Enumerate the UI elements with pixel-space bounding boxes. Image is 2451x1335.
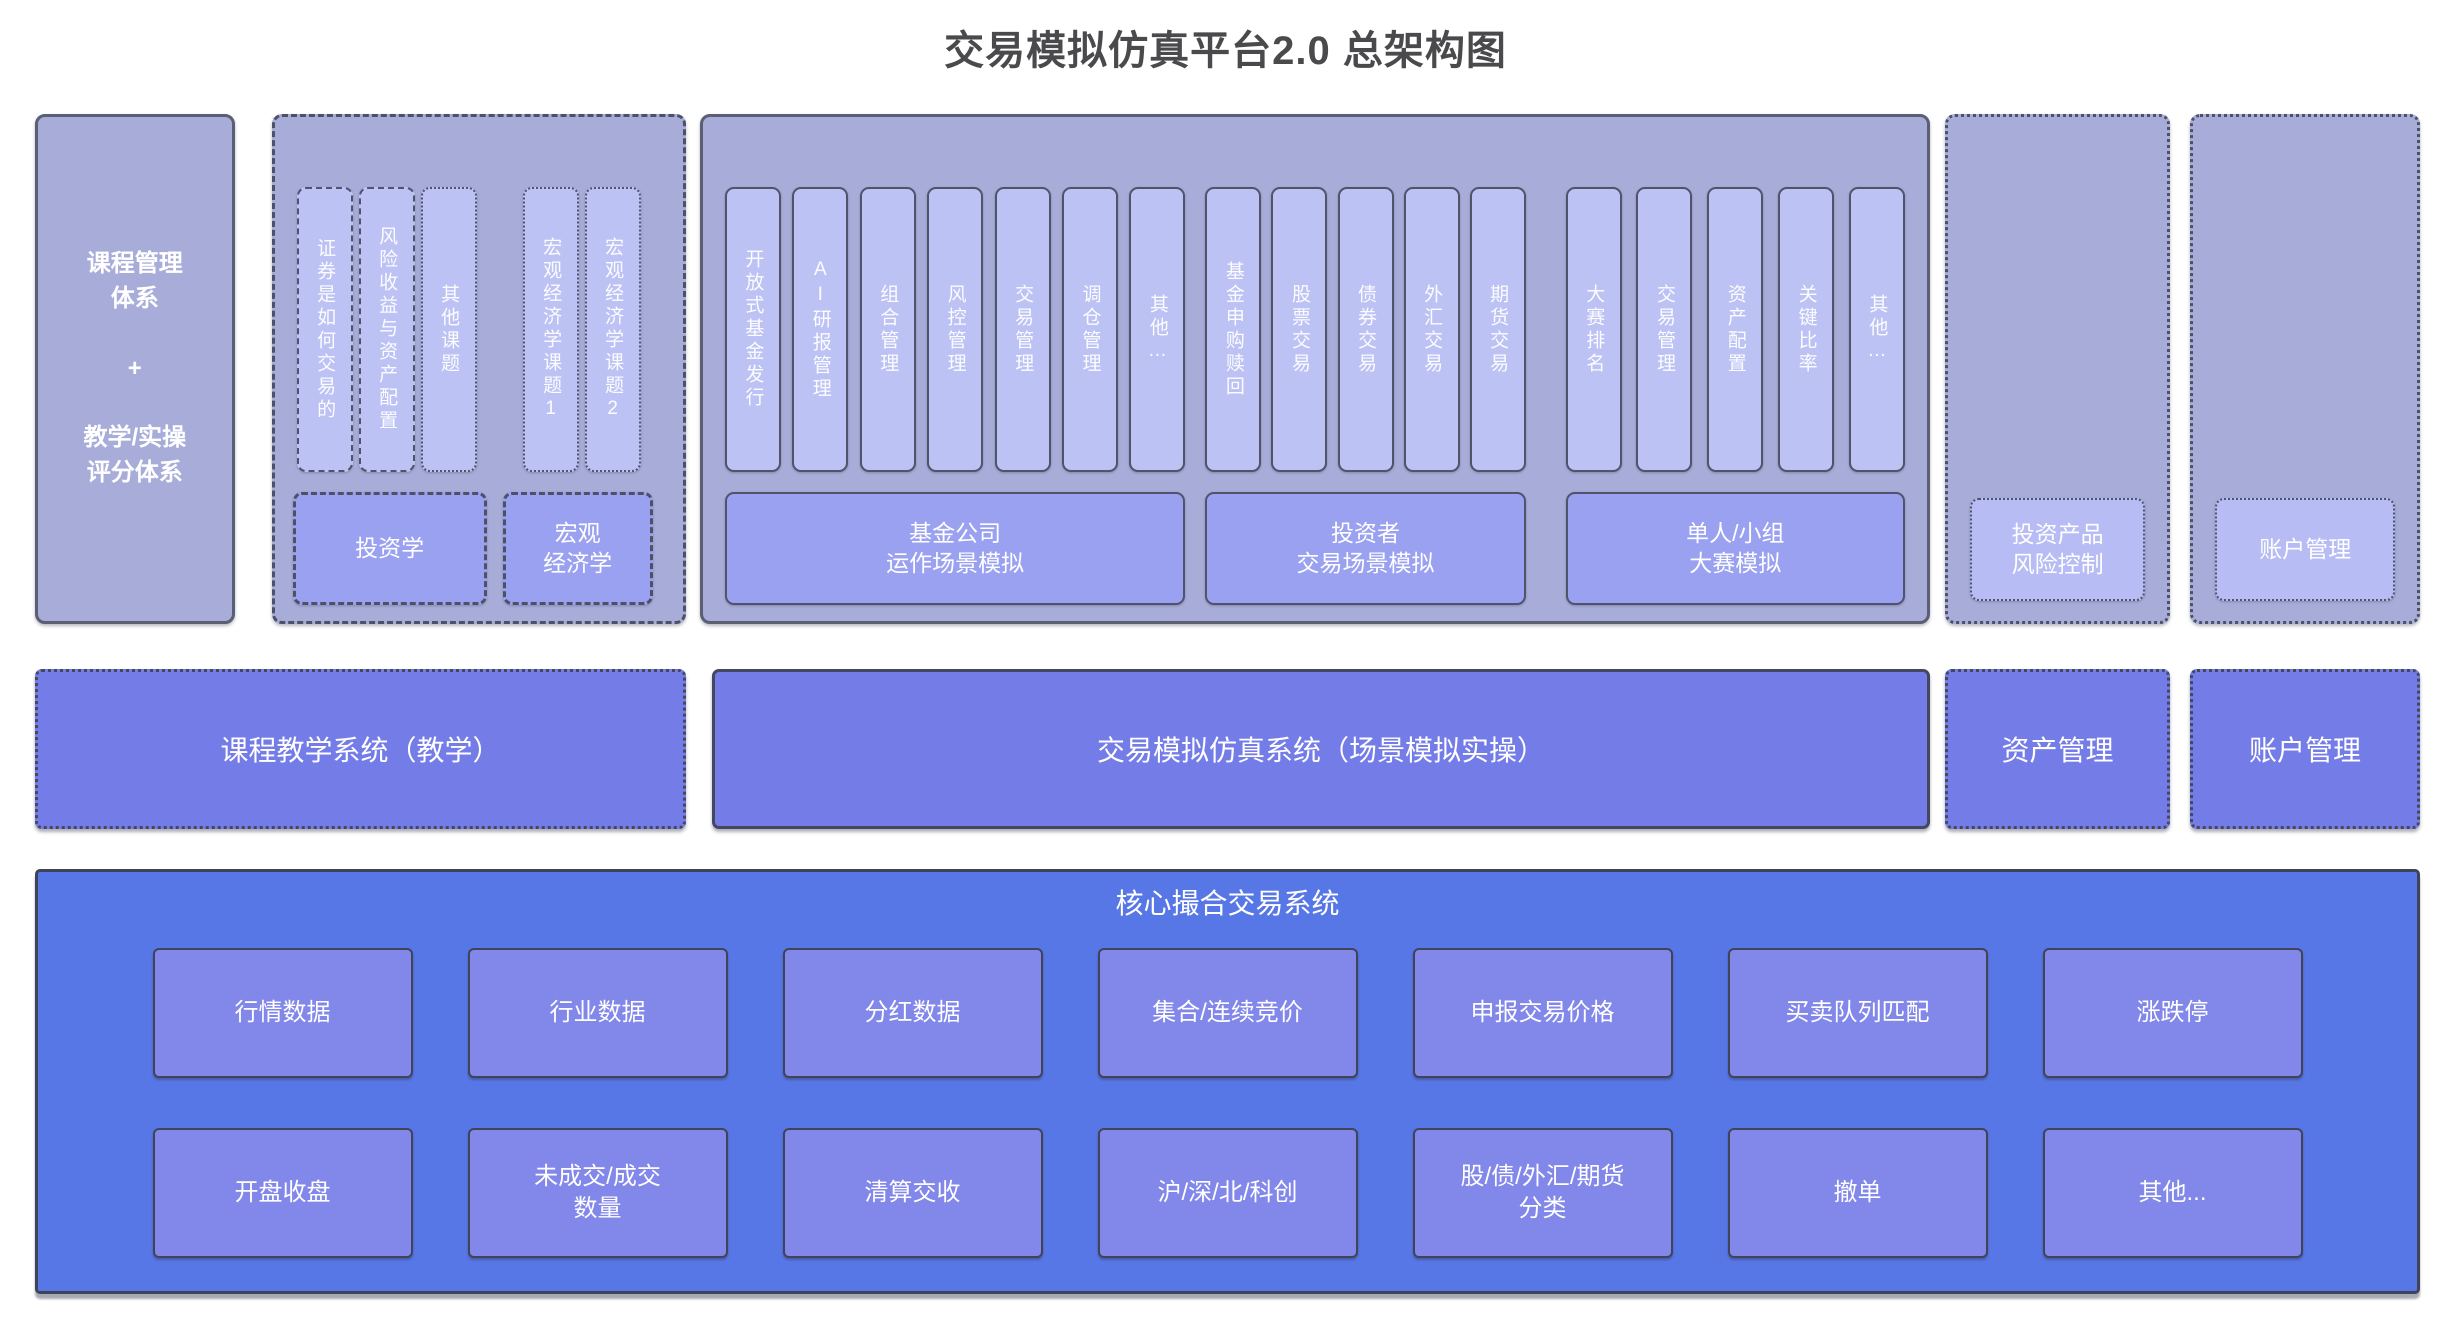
pill-label: 宏观经济学课题2 (602, 236, 624, 423)
pill-label: 期货交易 (1487, 283, 1509, 376)
asset-management-box: 资产管理 (1945, 669, 2170, 829)
pill-label: 开放式基金发行 (742, 249, 764, 410)
diagram-title: 交易模拟仿真平台2.0 总架构图 (944, 29, 1507, 73)
trading-simulation-system-box: 交易模拟仿真系统（场景模拟实操） (712, 669, 1930, 829)
course-management-label: 课程管理 体系 + 教学/实操 评分体系 (83, 250, 187, 486)
pill-label: 风险收益与资产配置 (376, 226, 398, 433)
simulation-scenarios-box: 开放式基金发行 AI研报管理 组合管理 风控管理 交易管理 (699, 114, 1930, 624)
core-cell-others: 其他... (2042, 1128, 2303, 1258)
core-cell-instrument-classification: 股/债/外汇/期货 分类 (1412, 1128, 1673, 1258)
pill-fund-subscription-redemption: 基金申购赎回 (1205, 187, 1262, 472)
pill-label: 调仓管理 (1079, 283, 1101, 376)
pill-stock-trading: 股票交易 (1271, 187, 1328, 472)
pill-portfolio-mgmt: 组合管理 (859, 187, 916, 472)
account-management-box: 账户管理 (2190, 669, 2420, 829)
pill-label: 交易管理 (1012, 283, 1034, 376)
footer-macroeconomics-course: 宏观 经济学 (502, 492, 653, 605)
pill-label: 关键比率 (1795, 283, 1817, 376)
pill-competition-ranking: 大赛排名 (1565, 187, 1622, 472)
system-row: 课程教学系统（教学） 交易模拟仿真系统（场景模拟实操） 资产管理 账户管理 (35, 669, 2420, 829)
pill-bond-trading: 债券交易 (1337, 187, 1394, 472)
pill-label: 股票交易 (1288, 283, 1310, 376)
pill-risk-control-mgmt: 风控管理 (927, 187, 984, 472)
core-cell-auction-pricing: 集合/连续竞价 (1097, 948, 1358, 1078)
footer-account-mgmt: 账户管理 (2215, 498, 2395, 601)
pill-position-adjust-mgmt: 调仓管理 (1061, 187, 1118, 472)
pill-label: 其他… (1866, 294, 1888, 365)
core-grid: 行情数据 行业数据 分红数据 集合/连续竞价 申报交易价格 买卖队列匹配 涨跌停… (38, 948, 2417, 1258)
curriculum-footers: 投资学 宏观 经济学 (292, 492, 665, 605)
pill-macroeconomics-topic-1: 宏观经济学课题1 (522, 187, 579, 472)
pill-label: 债券交易 (1355, 283, 1377, 376)
footer-investment-course: 投资学 (292, 492, 487, 605)
competition-cluster: 大赛排名 交易管理 资产配置 关键比率 其他… 单人/小组 大赛模拟 (1565, 117, 1905, 621)
pill-forex-trading: 外汇交易 (1403, 187, 1460, 472)
pill-label: 宏观经济学课题1 (540, 236, 562, 423)
pill-others-2: 其他… (1848, 187, 1905, 472)
pill-securities-trading: 证券是如何交易的 (296, 187, 353, 472)
core-cell-dividend-data: 分红数据 (782, 948, 1043, 1078)
pill-ai-research-report-mgmt: AI研报管理 (792, 187, 849, 472)
pill-macroeconomics-topic-2: 宏观经济学课题2 (584, 187, 641, 472)
curriculum-box: 证券是如何交易的 风险收益与资产配置 其他课题 宏观经济学课题1 宏观经济学课题… (271, 114, 686, 624)
pill-label: 其他课题 (438, 283, 460, 376)
core-cell-cancel-order: 撤单 (1727, 1128, 1988, 1258)
pill-label: 组合管理 (877, 283, 899, 376)
core-matching-system-box: 核心撮合交易系统 行情数据 行业数据 分红数据 集合/连续竞价 申报交易价格 买… (35, 869, 2420, 1294)
competition-pills: 大赛排名 交易管理 资产配置 关键比率 其他… (1565, 187, 1905, 472)
core-cell-unfilled-filled-qty: 未成交/成交 数量 (467, 1128, 728, 1258)
pill-label: 风控管理 (944, 283, 966, 376)
core-cell-market-data: 行情数据 (152, 948, 413, 1078)
pill-open-fund-issuance: 开放式基金发行 (724, 187, 781, 472)
curriculum-pills: 证券是如何交易的 风险收益与资产配置 其他课题 宏观经济学课题1 宏观经济学课题… (293, 187, 665, 472)
investor-pills: 基金申购赎回 股票交易 债券交易 外汇交易 期货交易 (1205, 187, 1526, 472)
pill-key-ratios: 关键比率 (1778, 187, 1835, 472)
footer-fund-company-scenario: 基金公司 运作场景模拟 (724, 492, 1186, 605)
fund-company-cluster: 开放式基金发行 AI研报管理 组合管理 风控管理 交易管理 (724, 117, 1186, 621)
fund-company-pills: 开放式基金发行 AI研报管理 组合管理 风控管理 交易管理 (724, 187, 1186, 472)
pill-other-topics: 其他课题 (420, 187, 477, 472)
core-cell-clearing-settlement: 清算交收 (782, 1128, 1043, 1258)
core-cell-queue-matching: 买卖队列匹配 (1727, 948, 1988, 1078)
product-risk-control-box: 投资产品 风险控制 (1944, 114, 2171, 624)
core-cell-price-limit: 涨跌停 (2042, 948, 2303, 1078)
pill-others: 其他… (1129, 187, 1186, 472)
pill-label: 大赛排名 (1583, 283, 1605, 376)
pill-label: AI研报管理 (809, 258, 831, 401)
core-cell-order-price: 申报交易价格 (1412, 948, 1673, 1078)
teaching-system-box: 课程教学系统（教学） (35, 669, 686, 829)
footer-product-risk-control: 投资产品 风险控制 (1969, 498, 2146, 601)
core-cell-industry-data: 行业数据 (467, 948, 728, 1078)
course-management-box: 课程管理 体系 + 教学/实操 评分体系 (35, 114, 235, 624)
pill-label: 交易管理 (1653, 283, 1675, 376)
pill-risk-return-allocation: 风险收益与资产配置 (358, 187, 415, 472)
core-cell-exchange-boards: 沪/深/北/科创 (1097, 1128, 1358, 1258)
core-cell-open-close: 开盘收盘 (152, 1128, 413, 1258)
footer-investor-scenario: 投资者 交易场景模拟 (1205, 492, 1526, 605)
pill-asset-allocation: 资产配置 (1707, 187, 1764, 472)
pill-trade-mgmt-2: 交易管理 (1636, 187, 1693, 472)
top-row: 课程管理 体系 + 教学/实操 评分体系 证券是如何交易的 风险收益与资产配置 … (35, 114, 2420, 624)
pill-label: 资产配置 (1724, 283, 1746, 376)
pill-label: 外汇交易 (1421, 283, 1443, 376)
investor-cluster: 基金申购赎回 股票交易 债券交易 外汇交易 期货交易 投资者 交易场景模 (1205, 117, 1526, 621)
core-system-title: 核心撮合交易系统 (1115, 888, 1340, 919)
footer-competition-scenario: 单人/小组 大赛模拟 (1565, 492, 1905, 605)
pill-label: 证券是如何交易的 (314, 237, 336, 422)
pill-label: 其他… (1146, 294, 1168, 365)
pill-label: 基金申购赎回 (1222, 260, 1244, 399)
pill-futures-trading: 期货交易 (1469, 187, 1526, 472)
account-mgmt-top-box: 账户管理 (2190, 114, 2420, 624)
pill-trade-mgmt: 交易管理 (994, 187, 1051, 472)
